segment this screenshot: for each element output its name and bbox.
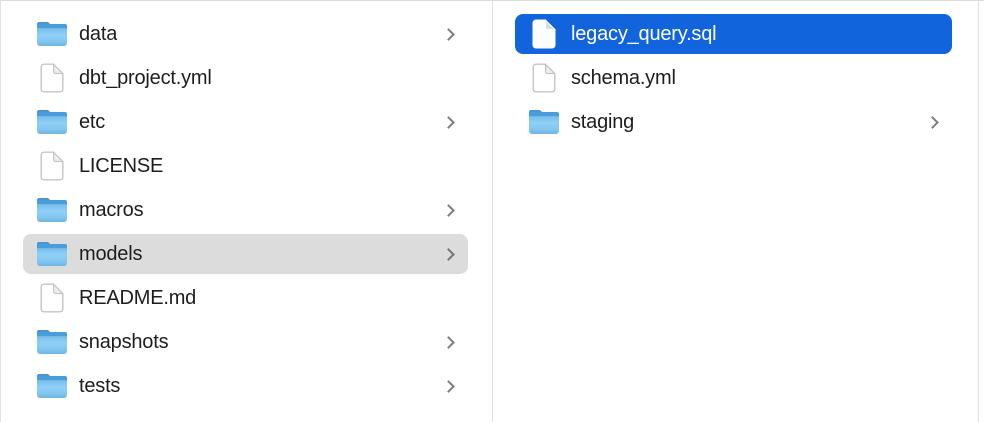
file-name: data — [79, 22, 118, 45]
file-name: macros — [79, 198, 144, 221]
chevron-right-icon — [442, 247, 455, 261]
document-icon — [37, 283, 67, 313]
file-name: etc — [79, 110, 106, 133]
document-icon — [529, 63, 559, 93]
folder-row-etc[interactable]: etc — [21, 100, 470, 144]
chevron-right-icon — [442, 115, 455, 129]
file-name: staging — [571, 110, 635, 133]
folder-row-data[interactable]: data — [21, 12, 470, 56]
finder-column-models: legacy_query.sql schema.yml staging — [493, 1, 979, 422]
folder-icon — [37, 371, 67, 401]
folder-icon — [37, 195, 67, 225]
file-name: schema.yml — [571, 66, 676, 89]
document-icon — [37, 63, 67, 93]
chevron-right-icon — [442, 27, 455, 41]
file-name: dbt_project.yml — [79, 66, 212, 89]
file-row-legacy_query.sql[interactable]: legacy_query.sql — [513, 12, 954, 56]
file-name: README.md — [79, 286, 197, 309]
folder-row-staging[interactable]: staging — [513, 100, 954, 144]
folder-row-models[interactable]: models — [21, 232, 470, 276]
folder-icon — [37, 19, 67, 49]
file-name: LICENSE — [79, 154, 164, 177]
finder-column-parent: data dbt_project.yml etc LICENSE — [1, 1, 493, 422]
file-name: tests — [79, 374, 121, 397]
file-row-LICENSE[interactable]: LICENSE — [21, 144, 470, 188]
file-row-README.md[interactable]: README.md — [21, 276, 470, 320]
folder-row-snapshots[interactable]: snapshots — [21, 320, 470, 364]
chevron-right-icon — [442, 335, 455, 349]
file-name: snapshots — [79, 330, 169, 353]
file-row-schema.yml[interactable]: schema.yml — [513, 56, 954, 100]
file-row-dbt_project.yml[interactable]: dbt_project.yml — [21, 56, 470, 100]
chevron-right-icon — [442, 379, 455, 393]
file-name: models — [79, 242, 143, 265]
folder-icon — [37, 327, 67, 357]
document-icon — [529, 19, 559, 49]
folder-row-macros[interactable]: macros — [21, 188, 470, 232]
chevron-right-icon — [442, 203, 455, 217]
folder-icon — [37, 107, 67, 137]
document-icon — [37, 151, 67, 181]
folder-row-tests[interactable]: tests — [21, 364, 470, 408]
folder-icon — [529, 107, 559, 137]
folder-icon — [37, 239, 67, 269]
chevron-right-icon — [926, 115, 939, 129]
file-name: legacy_query.sql — [571, 22, 717, 45]
